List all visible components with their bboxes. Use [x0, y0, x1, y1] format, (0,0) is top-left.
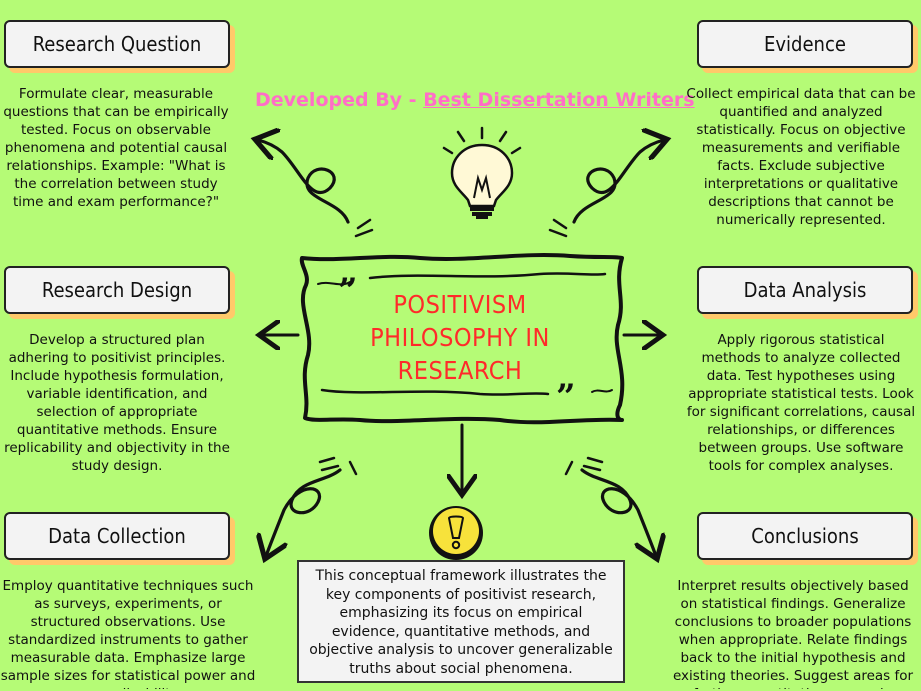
svg-text:”: ” — [556, 377, 576, 417]
summary-text: This conceptual framework illustrates th… — [309, 568, 613, 677]
evidence-label: Evidence — [697, 20, 913, 68]
center-frame — [299, 253, 625, 425]
accent-ticks — [318, 218, 604, 476]
exclamation-bubble-icon — [429, 506, 483, 560]
conclusions-text: Interpret results objectively based on s… — [672, 578, 914, 689]
center-title-line1: POSITIVISM — [393, 290, 527, 319]
center-title-line3: RESEARCH — [397, 356, 523, 385]
lightbulb-icon — [442, 126, 522, 219]
connector-arrows — [262, 335, 660, 492]
quote-marks: ” ” — [338, 271, 576, 417]
data-analysis-label: Data Analysis — [697, 266, 913, 314]
developer-credit: Developed By - Best Dissertation Writers — [255, 89, 695, 111]
summary-box: This conceptual framework illustrates th… — [297, 560, 625, 683]
center-title-line2: PHILOSOPHY IN — [370, 323, 550, 352]
evidence-text: Collect empirical data that can be quant… — [686, 86, 916, 228]
conclusions-label: Conclusions — [697, 512, 913, 560]
research-design-label: Research Design — [4, 266, 230, 314]
svg-text:”: ” — [338, 271, 358, 311]
data-collection-label: Data Collection — [4, 512, 230, 560]
center-title: POSITIVISM PHILOSOPHY IN RESEARCH — [360, 288, 560, 387]
research-question-text: Formulate clear, measurable questions th… — [3, 86, 229, 210]
research-design-text: Develop a structured plan adhering to po… — [4, 332, 230, 474]
data-analysis-text: Apply rigorous statistical methods to an… — [686, 332, 916, 474]
credit-prefix: Developed By - — [255, 89, 424, 111]
credit-link[interactable]: Best Dissertation Writers — [423, 89, 695, 111]
research-question-label: Research Question — [4, 20, 230, 68]
data-collection-text: Employ quantitative techniques such as s… — [0, 578, 256, 689]
curly-arrows — [258, 140, 664, 556]
